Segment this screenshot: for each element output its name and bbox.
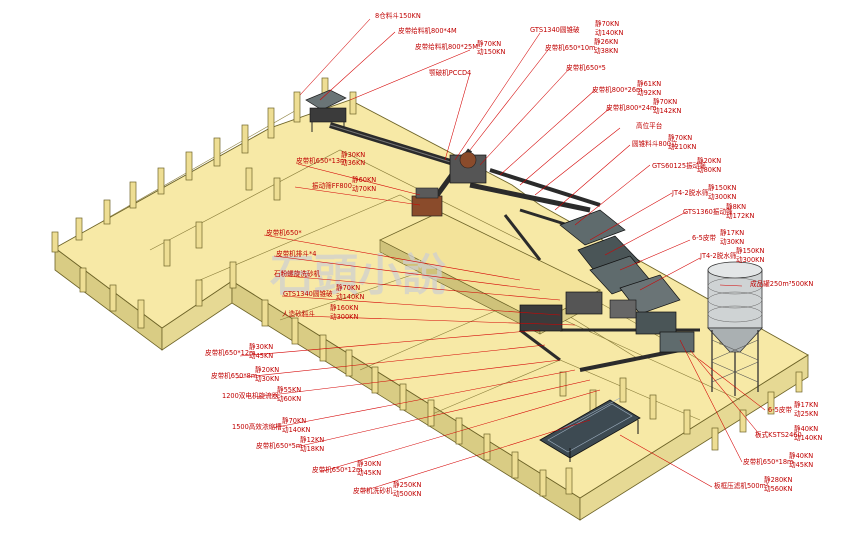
sand-washers [519, 291, 695, 353]
label-a22: GTS1340圆锥破 [283, 289, 333, 298]
label-a18-dynamic: 动30KN [720, 238, 744, 246]
label-a17: 皮带机650* [266, 228, 302, 237]
leader-lines [235, 18, 766, 493]
label-a34: 皮带机650*18m [743, 457, 793, 466]
annotation-labels: 8仓料斗150KN 皮带给料机800*4M 皮带给料机800*25M 静70KN… [205, 11, 823, 498]
label-a28-static: 静70KN [282, 416, 306, 425]
label-a21: 石粉螺旋洗砂机 [274, 269, 321, 278]
label-a9-dynamic: 动142KN [653, 107, 682, 115]
label-a18: 6-5皮带 [692, 233, 716, 242]
label-a25-dynamic: 动45KN [249, 352, 273, 360]
label-a31-static: 静250KN [393, 480, 422, 489]
feed-hopper [305, 89, 347, 132]
label-a5-dynamic: 动140KN [595, 29, 624, 37]
label-a11-static: 静70KN [668, 133, 692, 142]
label-a30-static: 静30KN [357, 459, 381, 468]
label-a5-static: 静70KN [595, 19, 619, 28]
label-a28: 1500高效浓缩槽 [232, 422, 282, 431]
label-a35-dynamic: 动560KN [764, 485, 793, 493]
label-a11-dynamic: 动210KN [668, 143, 697, 151]
label-a8-dynamic: 动92KN [637, 89, 661, 97]
filter-press [539, 397, 641, 462]
label-a35: 板框压滤机500m² [714, 481, 769, 490]
label-a8: 皮带机800*26m [592, 85, 642, 94]
label-a34-dynamic: 动45KN [789, 461, 813, 469]
label-a19-static: 静150KN [736, 246, 765, 255]
label-a23: 人造砂料斗 [282, 309, 315, 318]
label-a13-static: 静60KN [352, 175, 376, 184]
label-a3-static: 静70KN [477, 39, 501, 48]
watermark: 石頭小說 [270, 250, 446, 301]
label-a25-static: 静30KN [249, 342, 273, 351]
label-a33-static: 静40KN [794, 424, 818, 433]
label-a15-static: 静150KN [708, 183, 737, 192]
label-a11: 圆锥料斗800立 [632, 139, 678, 148]
label-a28-dynamic: 动140KN [282, 426, 311, 434]
label-a30: 皮带机650*12m [312, 465, 362, 474]
label-a2: 皮带给料机800*4M [398, 26, 457, 35]
label-a29-static: 静12KN [300, 435, 324, 444]
label-a6-dynamic: 动38KN [594, 47, 618, 55]
label-a8-static: 静61KN [637, 79, 661, 88]
label-a19-dynamic: 动300KN [736, 256, 765, 264]
label-a27-static: 静55KN [277, 385, 301, 394]
label-a23-dynamic: 动300KN [330, 313, 359, 321]
label-a12: 皮带机650*13m [296, 156, 346, 165]
label-a35-static: 静280KN [764, 475, 793, 484]
label-a32-static: 静17KN [794, 400, 818, 409]
label-a4: 颚破机PCCD4 [429, 68, 471, 77]
label-a3: 皮带给料机800*25M [415, 42, 478, 51]
label-a31-dynamic: 动500KN [393, 490, 422, 498]
label-a14: GTS60125振动筛 [652, 161, 706, 170]
label-a6-static: 静26KN [594, 37, 618, 46]
label-a19: JT4-2脱水筛 [699, 251, 737, 260]
label-a7: 皮带机650*5 [566, 63, 606, 72]
jaw-crusher [411, 187, 443, 217]
label-a22-dynamic: 动140KN [336, 293, 365, 301]
label-a12-static: 静30KN [341, 150, 365, 159]
label-a29: 皮带机650*5m [256, 441, 302, 450]
label-a1: 8仓料斗150KN [375, 11, 421, 20]
label-a9: 皮带机800*24m [606, 103, 656, 112]
label-a25: 皮带机650*12m [205, 348, 255, 357]
label-a27: 1200双电机旋流器 [222, 391, 279, 400]
label-a26: 皮带机650*8m [211, 371, 257, 380]
label-a13-dynamic: 动70KN [352, 185, 376, 193]
label-a3-dynamic: 动150KN [477, 48, 506, 56]
label-a22-static: 静70KN [336, 283, 360, 292]
label-a27-dynamic: 动60KN [277, 395, 301, 403]
label-a14-dynamic: 动80KN [697, 166, 721, 174]
label-a10: 高位平台 [636, 121, 663, 130]
label-a14-static: 静20KN [697, 156, 721, 165]
label-a16-static: 静8KN [726, 202, 746, 211]
label-a34-static: 静40KN [789, 451, 813, 460]
label-a26-dynamic: 动30KN [255, 375, 279, 383]
label-a32: 6-5皮带 [768, 405, 792, 414]
label-a33: 板式KSTS2460 [755, 430, 802, 439]
label-a15: JT4-2脱水筛 [671, 188, 709, 197]
label-a24: 成品罐250m³500KN [750, 279, 813, 288]
label-a16: GTS1360振动筛 [683, 207, 733, 216]
label-a16-dynamic: 动172KN [726, 212, 755, 220]
label-a32-dynamic: 动25KN [794, 410, 818, 418]
label-a29-dynamic: 动18KN [300, 445, 324, 453]
label-a6: 皮带机650*10m [545, 43, 595, 52]
machinery [305, 89, 763, 462]
label-a15-dynamic: 动300KN [708, 193, 737, 201]
label-a30-dynamic: 动45KN [357, 469, 381, 477]
label-a31: 皮带机洗砂机 [353, 486, 393, 495]
label-a33-dynamic: 动140KN [794, 434, 823, 442]
label-a20: 皮带机排斗*4 [276, 249, 316, 258]
label-a18-static: 静17KN [720, 228, 744, 237]
label-a12-dynamic: 动36KN [341, 159, 365, 167]
product-silo [707, 261, 763, 396]
cone-crusher [449, 151, 487, 184]
label-a5: GTS1340圆锥破 [530, 25, 580, 34]
label-a23-static: 静160KN [330, 303, 359, 312]
label-a13: 振动筛FF800 [312, 181, 352, 190]
label-a9-static: 静70KN [653, 97, 677, 106]
label-a26-static: 静20KN [255, 365, 279, 374]
